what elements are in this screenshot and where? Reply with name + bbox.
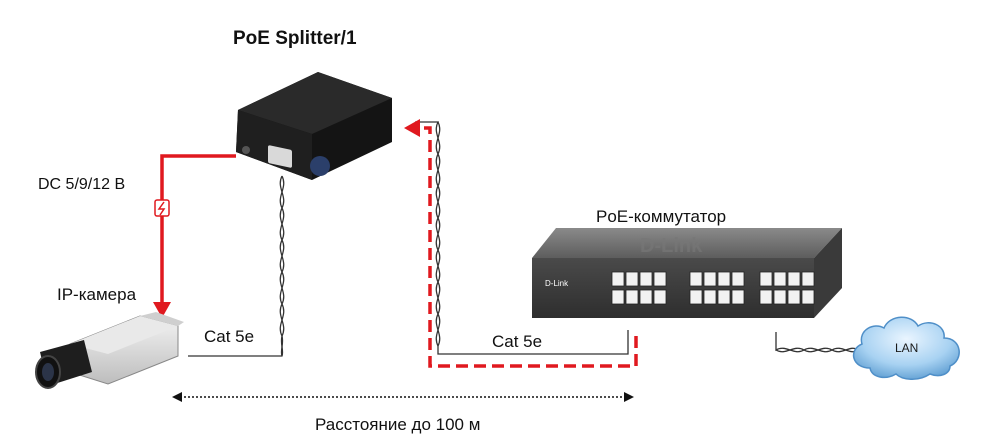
switch-ports [611, 271, 815, 305]
distance-label: Расстояние до 100 м [315, 415, 481, 434]
power-line [153, 154, 236, 318]
switch-port [653, 289, 667, 305]
switch-port [717, 289, 731, 305]
lan-cloud [852, 316, 960, 380]
switch-port [801, 271, 815, 287]
dc-power-label: DC 5/9/12 В [38, 176, 126, 193]
switch-port [625, 289, 639, 305]
poe-switch-label: PoE-коммутатор [596, 207, 727, 226]
switch-port [703, 289, 717, 305]
cable-right-label: Cat 5e [492, 332, 543, 351]
poe-splitter [236, 72, 392, 180]
switch-port [731, 271, 745, 287]
poe-switch: D-Link D-Link [532, 228, 842, 318]
switch-port [759, 289, 773, 305]
lan-label: LAN [895, 341, 919, 355]
switch-port [611, 271, 625, 287]
switch-brand: D-Link [545, 279, 569, 288]
diagram-title: PoE Splitter/1 [233, 28, 357, 49]
switch-port [787, 289, 801, 305]
cable-lan [775, 332, 859, 353]
distance-arrow [172, 392, 634, 402]
switch-port [787, 271, 801, 287]
switch-port [759, 271, 773, 287]
switch-port [653, 271, 667, 287]
switch-port [731, 289, 745, 305]
switch-port [703, 271, 717, 287]
switch-port [717, 271, 731, 287]
poe-data-line [404, 119, 638, 368]
switch-port [689, 289, 703, 305]
switch-port [639, 289, 653, 305]
switch-port [639, 271, 653, 287]
cable-left-label: Cat 5e [204, 327, 255, 346]
ip-camera-label: IP-камера [57, 285, 137, 304]
ip-camera [35, 312, 184, 389]
switch-port [611, 289, 625, 305]
switch-port [773, 271, 787, 287]
switch-port [625, 271, 639, 287]
switch-port [773, 289, 787, 305]
cable-left [188, 175, 285, 357]
switch-port [801, 289, 815, 305]
cable-right [415, 121, 629, 355]
lightning-icon [154, 199, 170, 217]
switch-logo: D-Link [640, 235, 703, 257]
switch-port [689, 271, 703, 287]
